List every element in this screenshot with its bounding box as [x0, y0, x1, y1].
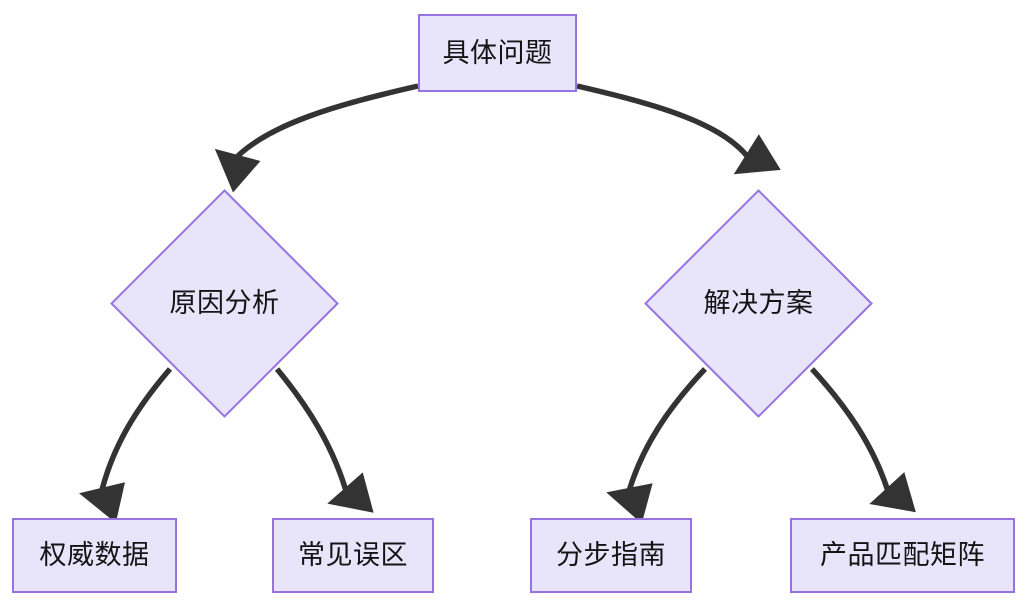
edge-cause-data — [79, 367, 173, 524]
edge-root-cause — [214, 83, 419, 193]
node-pitfalls-label: 常见误区 — [298, 540, 408, 571]
node-cause[interactable]: 原因分析 — [110, 189, 339, 418]
node-solution-label: 解决方案 — [703, 288, 814, 319]
diamond-shape-cause — [110, 189, 339, 418]
node-solution-label-wrap: 解决方案 — [644, 189, 873, 418]
node-solution[interactable]: 解决方案 — [644, 189, 873, 418]
edge-cause-pitfalls — [274, 367, 374, 513]
node-root-label: 具体问题 — [442, 37, 553, 69]
node-data-label: 权威数据 — [39, 540, 150, 571]
edge-solution-matrix — [809, 367, 916, 513]
node-matrix-label: 产品匹配矩阵 — [820, 540, 985, 571]
edge-solution-guide — [606, 367, 707, 524]
edge-root-solution — [576, 83, 781, 175]
node-root[interactable]: 具体问题 — [418, 14, 577, 92]
node-matrix[interactable]: 产品匹配矩阵 — [790, 518, 1015, 593]
node-pitfalls[interactable]: 常见误区 — [272, 518, 434, 593]
node-guide[interactable]: 分步指南 — [530, 518, 692, 593]
node-cause-label: 原因分析 — [169, 288, 280, 319]
node-data[interactable]: 权威数据 — [12, 518, 177, 593]
node-cause-label-wrap: 原因分析 — [110, 189, 339, 418]
node-guide-label: 分步指南 — [556, 540, 666, 571]
diamond-shape-solution — [644, 189, 873, 418]
